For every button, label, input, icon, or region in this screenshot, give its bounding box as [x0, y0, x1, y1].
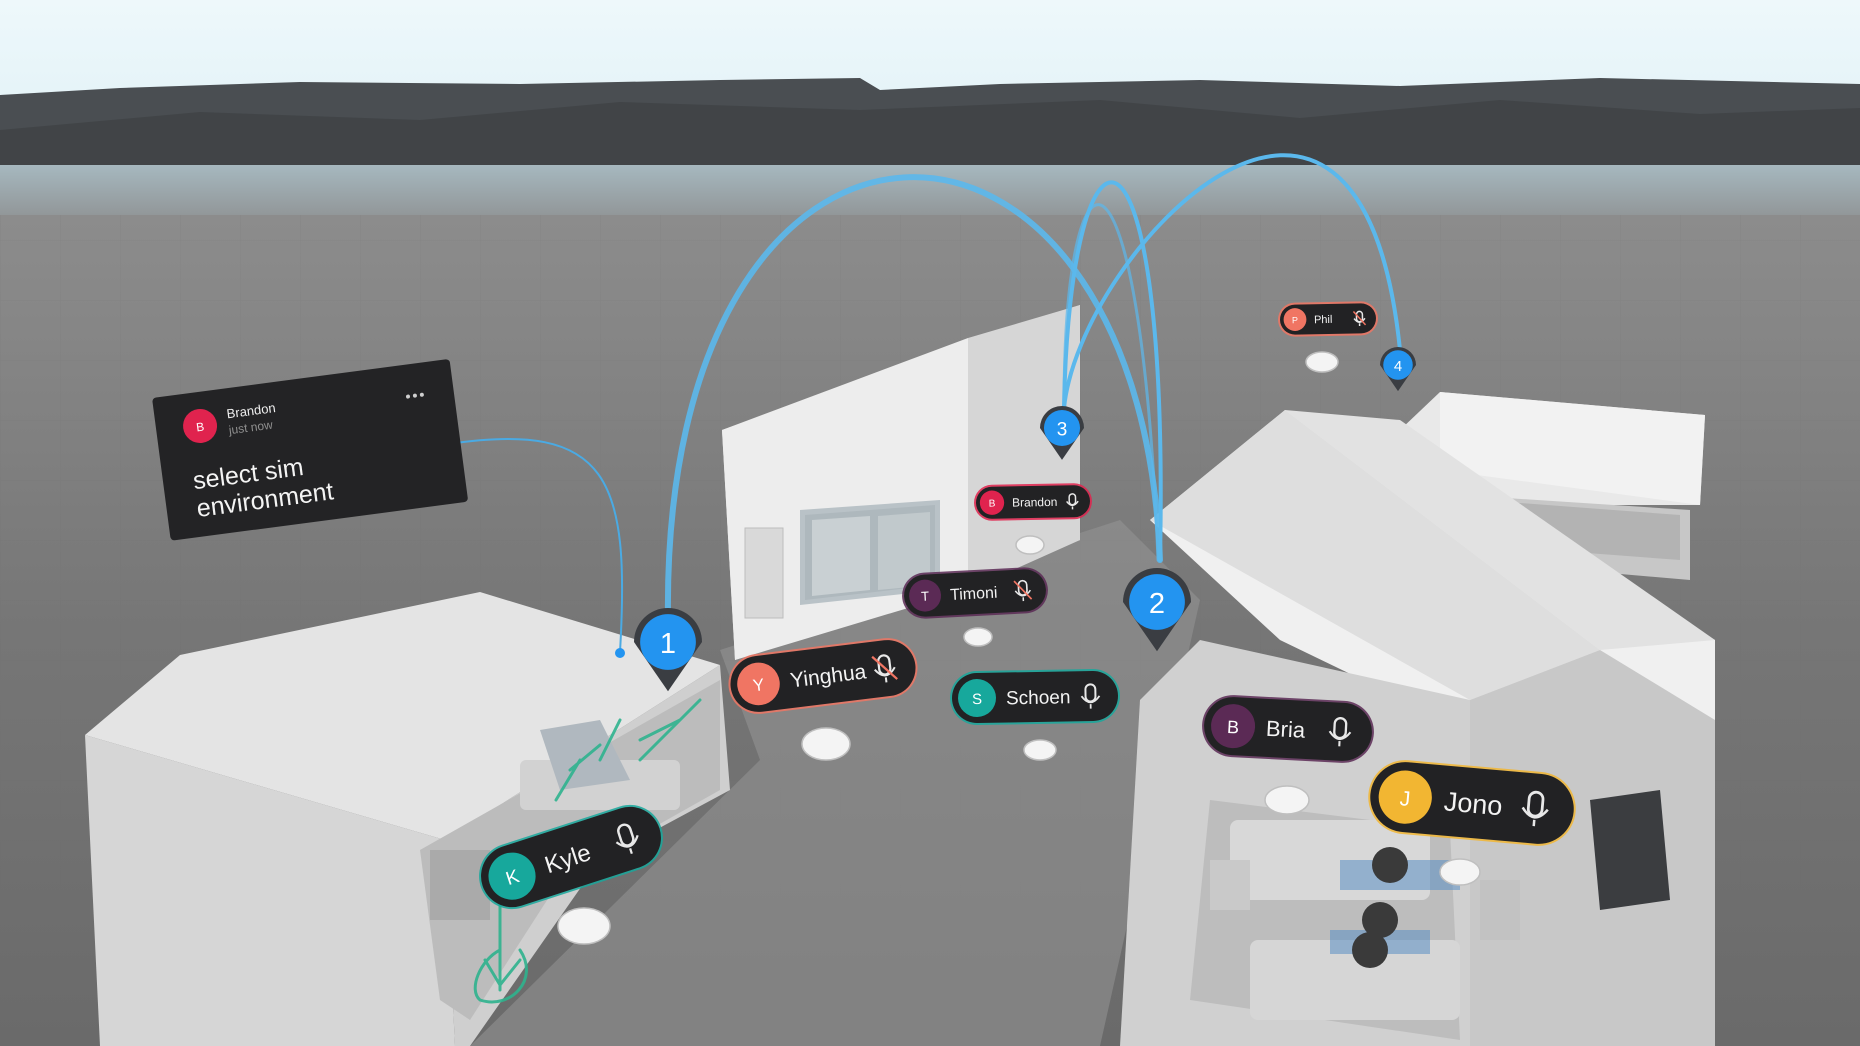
participant-avatar	[488, 852, 536, 900]
participant-name: Brandon	[1012, 495, 1058, 510]
mic-icon[interactable]	[1328, 717, 1352, 747]
tag-background	[952, 670, 1118, 724]
participant-tag-schoen[interactable]: S Schoen	[950, 668, 1121, 726]
mic-muted-icon[interactable]	[1013, 579, 1033, 602]
pin-3[interactable]: 3	[1040, 406, 1084, 460]
comment-author-initial: B	[195, 419, 205, 434]
connection-arcs	[447, 153, 1402, 653]
participant-initial: P	[1292, 315, 1298, 325]
tag-background	[904, 569, 1046, 617]
participant-initial: Y	[752, 675, 766, 695]
mic-icon[interactable]	[612, 822, 643, 858]
more-horizontal-icon[interactable]	[406, 392, 424, 399]
tag-background	[976, 485, 1090, 519]
participant-tag-jono[interactable]: J Jono	[1365, 757, 1579, 849]
participant-initial: J	[1399, 787, 1411, 811]
comment-author-avatar	[183, 408, 218, 443]
participant-name: Jono	[1443, 786, 1504, 821]
mountain-shade	[0, 100, 1860, 185]
pin-circle	[1129, 574, 1185, 630]
pin-label: 1	[660, 628, 676, 660]
pin-4[interactable]: 4	[1380, 347, 1416, 392]
pin-circle	[1383, 350, 1413, 380]
headset-avatars	[557, 351, 1481, 945]
pin-label: 2	[1149, 588, 1165, 620]
pin-circle	[1043, 409, 1081, 447]
location-pins: 1 2 3 4	[634, 347, 1416, 692]
mic-muted-icon[interactable]	[871, 654, 898, 684]
participant-tag-phil[interactable]: P Phil	[1278, 301, 1379, 337]
participant-initial: S	[972, 691, 982, 708]
comment-card-background	[152, 359, 468, 541]
comment-card[interactable]: B Brandon just now select sim environmen…	[152, 359, 468, 541]
participant-avatar	[1211, 704, 1256, 749]
participant-initial: B	[989, 499, 996, 510]
participant-avatar	[979, 490, 1005, 515]
mic-muted-icon[interactable]	[1352, 310, 1367, 327]
participant-initial: T	[921, 589, 930, 604]
sketch-annotation	[473, 698, 702, 1004]
participant-avatar	[1283, 308, 1307, 331]
connector-dot-end	[615, 648, 625, 658]
pin-2[interactable]: 2	[1123, 568, 1191, 652]
participant-avatar	[1378, 770, 1432, 824]
participant-avatar	[737, 662, 780, 706]
tag-background	[1280, 303, 1376, 335]
pin-circle	[640, 614, 696, 670]
participant-name: Timoni	[950, 585, 998, 604]
building-middle	[722, 305, 1080, 660]
walkway	[470, 520, 1200, 1046]
comment-author-name: Brandon	[226, 400, 277, 421]
participant-name: Phil	[1314, 314, 1333, 326]
participant-tag-timoni[interactable]: T Timoni	[901, 566, 1049, 620]
comment-timestamp: just now	[227, 418, 274, 438]
pin-1[interactable]: 1	[634, 608, 702, 692]
participant-tag-bria[interactable]: B Bria	[1200, 694, 1375, 765]
participant-avatar	[958, 679, 997, 718]
building-right	[1120, 410, 1715, 1046]
pin-label: 4	[1394, 358, 1402, 375]
participant-name: Schoen	[1006, 687, 1071, 709]
participant-initial: B	[1226, 717, 1239, 738]
participant-name: Bria	[1265, 716, 1306, 743]
pin-label: 3	[1057, 419, 1068, 440]
mic-icon[interactable]	[1521, 790, 1549, 827]
participant-avatar	[909, 579, 942, 612]
participant-tag-brandon[interactable]: B Brandon	[974, 483, 1093, 521]
mic-icon[interactable]	[1080, 683, 1101, 709]
mic-icon[interactable]	[1066, 493, 1079, 510]
